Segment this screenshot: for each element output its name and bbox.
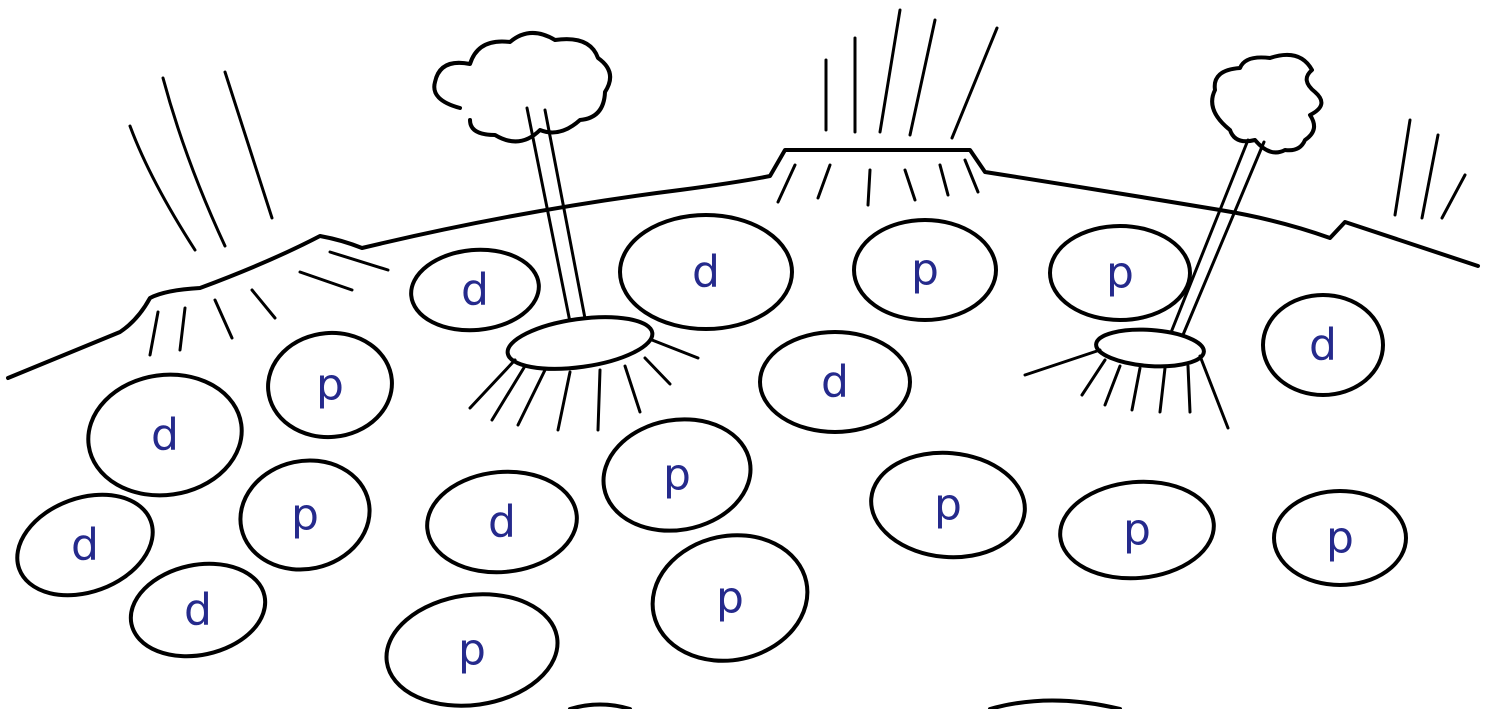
blob-outline [852,218,998,322]
blob-outline [601,417,753,533]
blob-label: d [71,520,99,571]
center-volcano-eruption-lines [824,8,999,140]
plume-vent-right [1094,327,1206,369]
plume-vent-left [505,315,655,371]
blob-layer: d d p p d d p d p p d p p p d p d p [15,213,1408,708]
blob-d: d [128,561,268,659]
blob-label: d [184,585,212,636]
blob-outline [86,372,244,498]
blob-label: p [911,245,939,296]
blob-d: d [15,492,155,598]
blob-outline [425,469,579,575]
center-volcano-flank-lines [776,158,980,207]
blob-outline [618,213,794,331]
blob-outline [1272,489,1408,587]
blob-p: p [384,592,560,708]
mushroom-plume-right [1166,53,1324,344]
blob-label: p [934,480,962,531]
blob-d: d [425,469,579,575]
blob-p: p [1272,489,1408,587]
blob-label: d [461,265,489,316]
blob-d: d [1261,293,1385,397]
blob-p: p [266,330,394,440]
blob-p: p [869,450,1027,560]
blob-outline [650,533,810,663]
blob-d: d [409,247,541,333]
plume-vent-left-rays [468,338,700,432]
left-volcano-eruption-lines [128,70,274,252]
blob-label: d [692,247,720,298]
bottom-partial-shape-left [568,702,632,709]
blob-p: p [650,533,810,663]
crust-surface-line [6,148,1480,380]
blob-label: p [1326,513,1354,564]
right-volcano-eruption-lines [1393,118,1467,220]
blob-outline [1261,293,1385,397]
blob-outline [266,330,394,440]
blob-label: d [488,497,516,548]
left-volcano-flank-lines [148,250,390,357]
bottom-partial-shape-right [988,698,1122,709]
plume-vent-right-rays [1023,348,1230,430]
blob-p: p [852,218,998,322]
blob-label: p [458,625,486,676]
blob-label: p [291,490,319,541]
blob-d: d [758,330,912,434]
blob-label: d [1309,320,1337,371]
blob-d: d [86,372,244,498]
blob-outline [1048,224,1192,322]
blob-p: p [601,417,753,533]
blob-outline [384,592,560,708]
blob-outline [409,247,541,333]
blob-label: p [663,450,691,501]
blob-label: d [151,410,179,461]
blob-label: p [1106,248,1134,299]
blob-d: d [618,213,794,331]
blob-outline [15,492,155,598]
blob-label: d [821,357,849,408]
blob-label: p [316,360,344,411]
blob-outline [128,561,268,659]
blob-label: p [716,573,744,624]
blob-outline [238,458,372,572]
blob-p: p [1048,224,1192,322]
mushroom-plume-left [432,31,613,336]
blob-p: p [238,458,372,572]
blob-outline [869,450,1027,560]
blob-outline [758,330,912,434]
blob-p: p [1058,479,1216,581]
blob-outline [1058,479,1216,581]
blob-label: p [1123,505,1151,556]
